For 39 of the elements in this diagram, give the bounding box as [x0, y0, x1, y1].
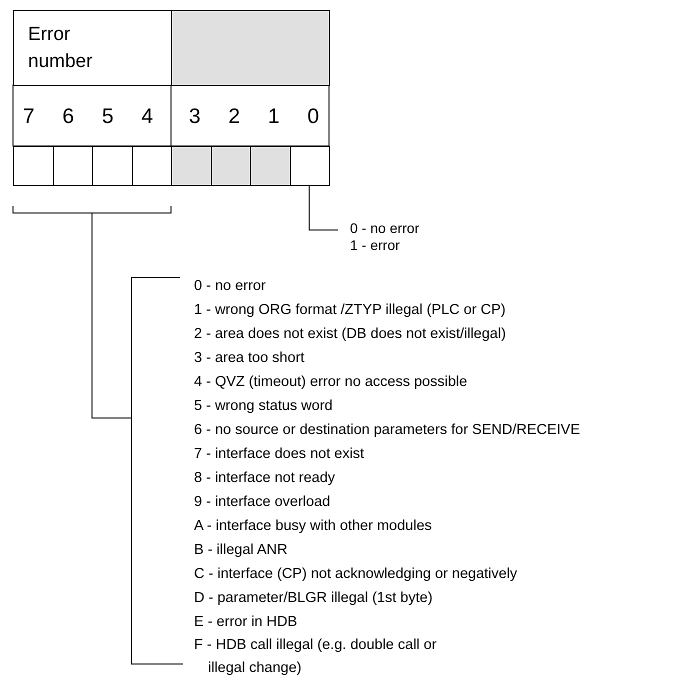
bit-cell	[52, 146, 93, 186]
bit-number: 3	[188, 106, 202, 127]
bit-cell	[290, 146, 330, 186]
list-item: C - interface (CP) not acknowledging or negatively	[194, 565, 518, 584]
list-item: 3 - area too short	[194, 349, 306, 368]
header-field	[171, 10, 330, 86]
list-item: E - error in HDB	[194, 613, 298, 632]
list-item: 1 - wrong ORG format /ZTYP illegal (PLC or CP)	[194, 301, 507, 320]
list-item: 9 - interface overload	[194, 493, 332, 512]
bit-cell	[92, 146, 132, 186]
list-item: 4 - QVZ (timeout) error no access possible	[194, 373, 468, 392]
list-item: F - HDB call illegal (e.g. double call or illegal change)	[194, 636, 438, 678]
leader-line	[92, 212, 132, 418]
bit-number: 1	[266, 106, 281, 127]
bit-number: 2	[227, 106, 242, 127]
list-item: A - interface busy with other modules	[194, 517, 433, 536]
list-item: B - illegal ANR	[194, 541, 288, 560]
bit-cell	[171, 146, 212, 186]
list-item: 7 - interface does not exist	[194, 445, 366, 464]
bit-cell	[13, 146, 54, 186]
bit-number: 5	[100, 106, 115, 127]
bit-cell	[250, 146, 290, 186]
list-item: 8 - interface not ready	[194, 469, 336, 488]
bit-number: 7	[22, 106, 36, 127]
bit-number: 4	[140, 106, 154, 127]
leader-line	[308, 184, 338, 230]
list-item: 2 - area does not exist (DB does not exist/illegal)	[194, 325, 507, 344]
header-field	[13, 10, 172, 86]
bit-number: 0	[306, 106, 320, 127]
list-item: 0 - no error	[349, 220, 420, 237]
list-item: 5 - wrong status word	[194, 397, 334, 416]
bit-cell	[210, 146, 251, 186]
list-item: 6 - no source or destination parameters for SEND/RECEIVE	[194, 421, 580, 440]
list-item: 0 - no error	[194, 277, 267, 296]
field-title: Error number	[28, 23, 94, 74]
list-item: 1 - error	[349, 237, 401, 254]
bit-number: 6	[61, 106, 76, 127]
bit-cell	[132, 146, 172, 186]
list-item: D - parameter/BLGR illegal (1st byte)	[194, 589, 434, 608]
